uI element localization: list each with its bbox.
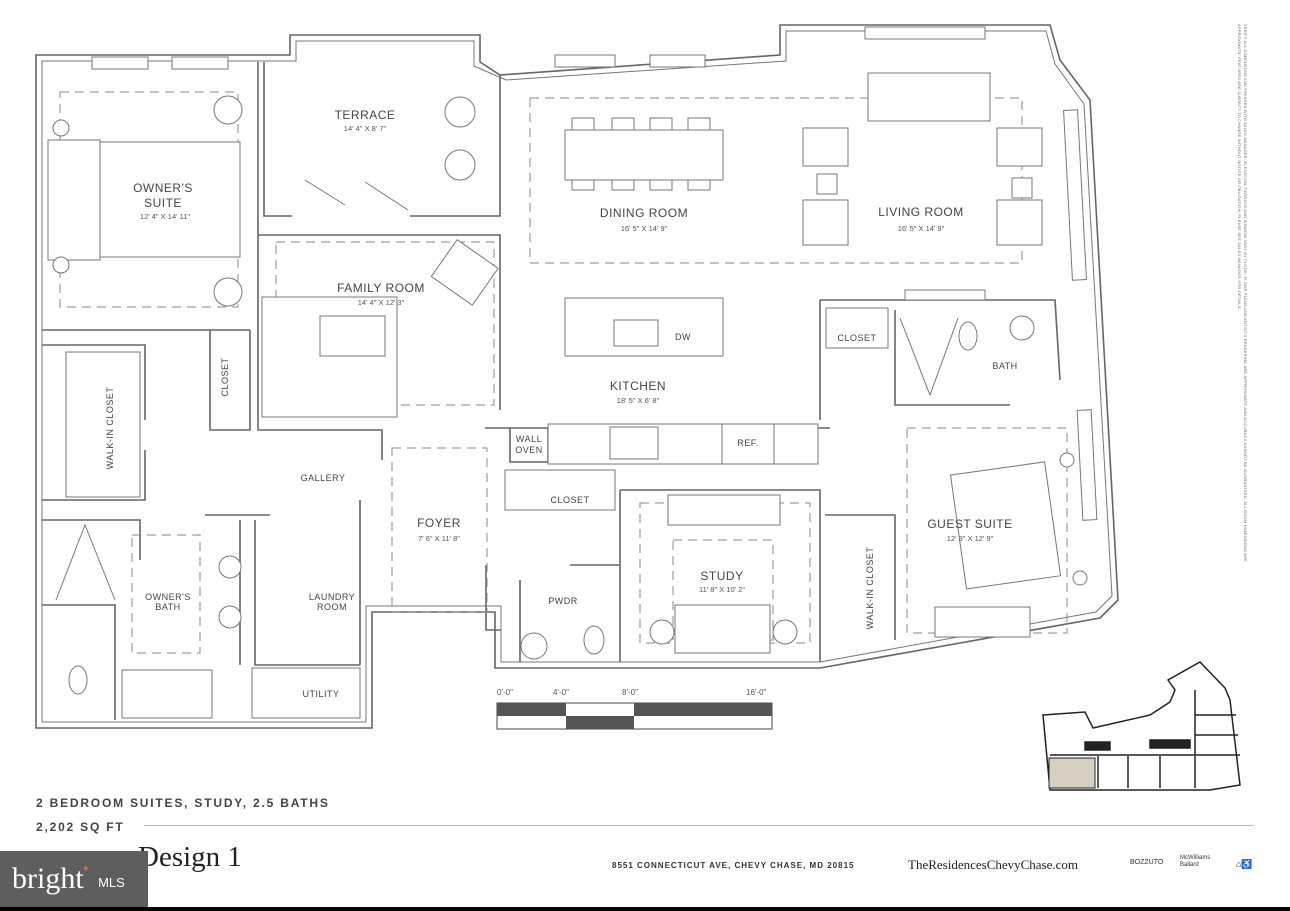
- closet-owner-label: CLOSET: [220, 357, 230, 396]
- scale-label-4: 4'-0": [553, 688, 569, 697]
- room-labels: OWNER'S SUITE 12' 4" X 14' 11" TERRACE 1…: [105, 108, 1017, 699]
- bottom-bar: [0, 907, 1290, 911]
- owners-suite-label-2: SUITE: [144, 196, 182, 210]
- mcwilliams-ballard-logo: McWilliams Ballard: [1180, 855, 1211, 868]
- star-icon: ✦: [81, 863, 91, 875]
- guest-suite-dims: 12' 3" X 12' 9": [947, 534, 994, 543]
- guest-suite-label: GUEST SUITE: [927, 517, 1012, 531]
- bath-label: BATH: [992, 361, 1017, 371]
- family-room-dims: 14' 4" X 12' 3": [358, 298, 405, 307]
- owners-bath-label: OWNER'S: [145, 592, 191, 602]
- living-room-label: LIVING ROOM: [878, 205, 964, 219]
- foyer-dims: 7' 6" X 11' 8": [418, 534, 460, 543]
- dishwasher-label: DW: [675, 332, 691, 342]
- wall-oven-label-2: OVEN: [515, 445, 543, 455]
- windows: [91, 26, 1098, 521]
- refrigerator-label: REF.: [737, 438, 759, 448]
- equal-housing-icon: ⌂♿: [1236, 859, 1253, 869]
- scale-label-16: 16'-0": [746, 688, 767, 697]
- owners-bath-label-2: BATH: [155, 602, 180, 612]
- kitchen-dims: 18' 5" X 6' 8": [617, 396, 660, 405]
- disclaimer-text: VERIFY ALL DIMENSIONS AND FINISHES WITH …: [1237, 24, 1248, 562]
- scale-label-8: 8'-0": [622, 688, 638, 697]
- utility-label: UTILITY: [302, 689, 339, 699]
- floor-plan: OWNER'S SUITE 12' 4" X 14' 11" TERRACE 1…: [35, 24, 1241, 791]
- scale-label-0: 0'-0": [497, 688, 513, 697]
- unit-area: 2,202 SQ FT: [36, 820, 125, 834]
- divider-rule: [144, 825, 1254, 826]
- walk-in-closet-owner-label: WALK-IN CLOSET: [105, 387, 115, 470]
- mls-text: MLS: [98, 874, 125, 890]
- furniture: [47, 72, 1088, 719]
- closet-bath-label: CLOSET: [837, 333, 876, 343]
- owners-suite-dims: 12' 4" X 14' 11": [140, 212, 191, 221]
- gallery-label: GALLERY: [301, 473, 346, 483]
- owners-suite-label: OWNER'S: [133, 181, 193, 195]
- study-dims: 11' 8" X 10' 2": [699, 585, 745, 594]
- wall-oven-label: WALL: [516, 434, 542, 444]
- laundry-room-label-2: ROOM: [317, 602, 347, 612]
- dining-room-label: DINING ROOM: [600, 206, 688, 220]
- powder-room-label: PWDR: [548, 596, 578, 606]
- design-title: Design 1: [138, 841, 242, 873]
- terrace-label: TERRACE: [335, 108, 396, 122]
- study-label: STUDY: [700, 569, 743, 583]
- scale-bar: 0'-0" 4'-0" 8'-0" 16'-0": [496, 688, 773, 730]
- terrace-dims: 14' 4" X 8' 7": [344, 124, 387, 133]
- interior-walls: [42, 62, 1061, 720]
- property-address: 8551 CONNECTICUT AVE, CHEVY CHASE, MD 20…: [612, 861, 855, 870]
- exterior-wall-inner: [41, 30, 1113, 723]
- laundry-room-label: LAUNDRY: [309, 592, 355, 602]
- living-room-dims: 16' 5" X 14' 9": [898, 224, 945, 233]
- bozzuto-logo: BOZZUTO: [1130, 859, 1164, 866]
- closet-foyer-label: CLOSET: [550, 495, 589, 505]
- family-room-label: FAMILY ROOM: [337, 281, 425, 295]
- unit-layout-summary: 2 BEDROOM SUITES, STUDY, 2.5 BATHS: [36, 796, 330, 810]
- bright-mls-watermark: bright ✦ MLS: [0, 851, 148, 907]
- bright-logo-text: bright: [12, 862, 84, 895]
- foyer-label: FOYER: [417, 516, 461, 530]
- key-plan: [1042, 661, 1241, 791]
- walk-in-closet-guest-label: WALK-IN CLOSET: [865, 547, 875, 630]
- kitchen-label: KITCHEN: [610, 379, 666, 393]
- website-link[interactable]: TheResidencesChevyChase.com: [908, 857, 1079, 872]
- dining-room-dims: 16' 5" X 14' 9": [621, 224, 668, 233]
